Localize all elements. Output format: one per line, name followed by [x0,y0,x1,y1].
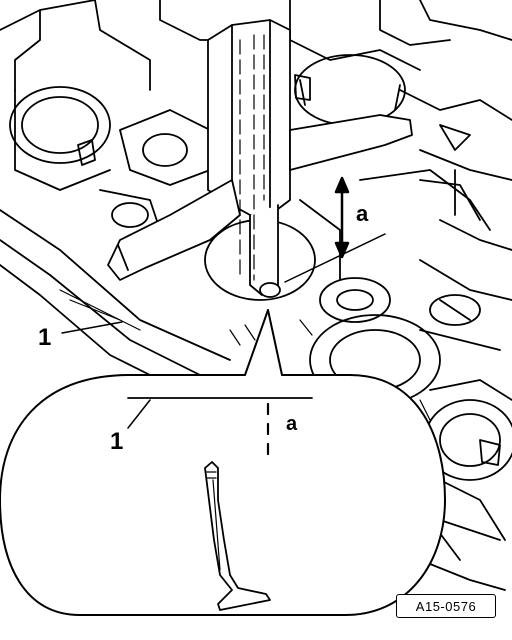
leader-a-top [284,233,386,283]
part-1-label: 1 [38,324,52,351]
figure-id-badge: A15-0576 [396,594,496,618]
inset-detail [127,397,313,611]
inset-part-1-label: 1 [110,428,124,455]
inset-callout [0,309,446,616]
dimension-a-arrow [334,176,350,259]
inset-dimension-a-label: a [286,413,298,435]
tool-hidden-lines [239,34,265,281]
leader-1-left [61,321,123,334]
measuring-tool [107,19,413,298]
dimension-a-label: a [356,201,369,226]
